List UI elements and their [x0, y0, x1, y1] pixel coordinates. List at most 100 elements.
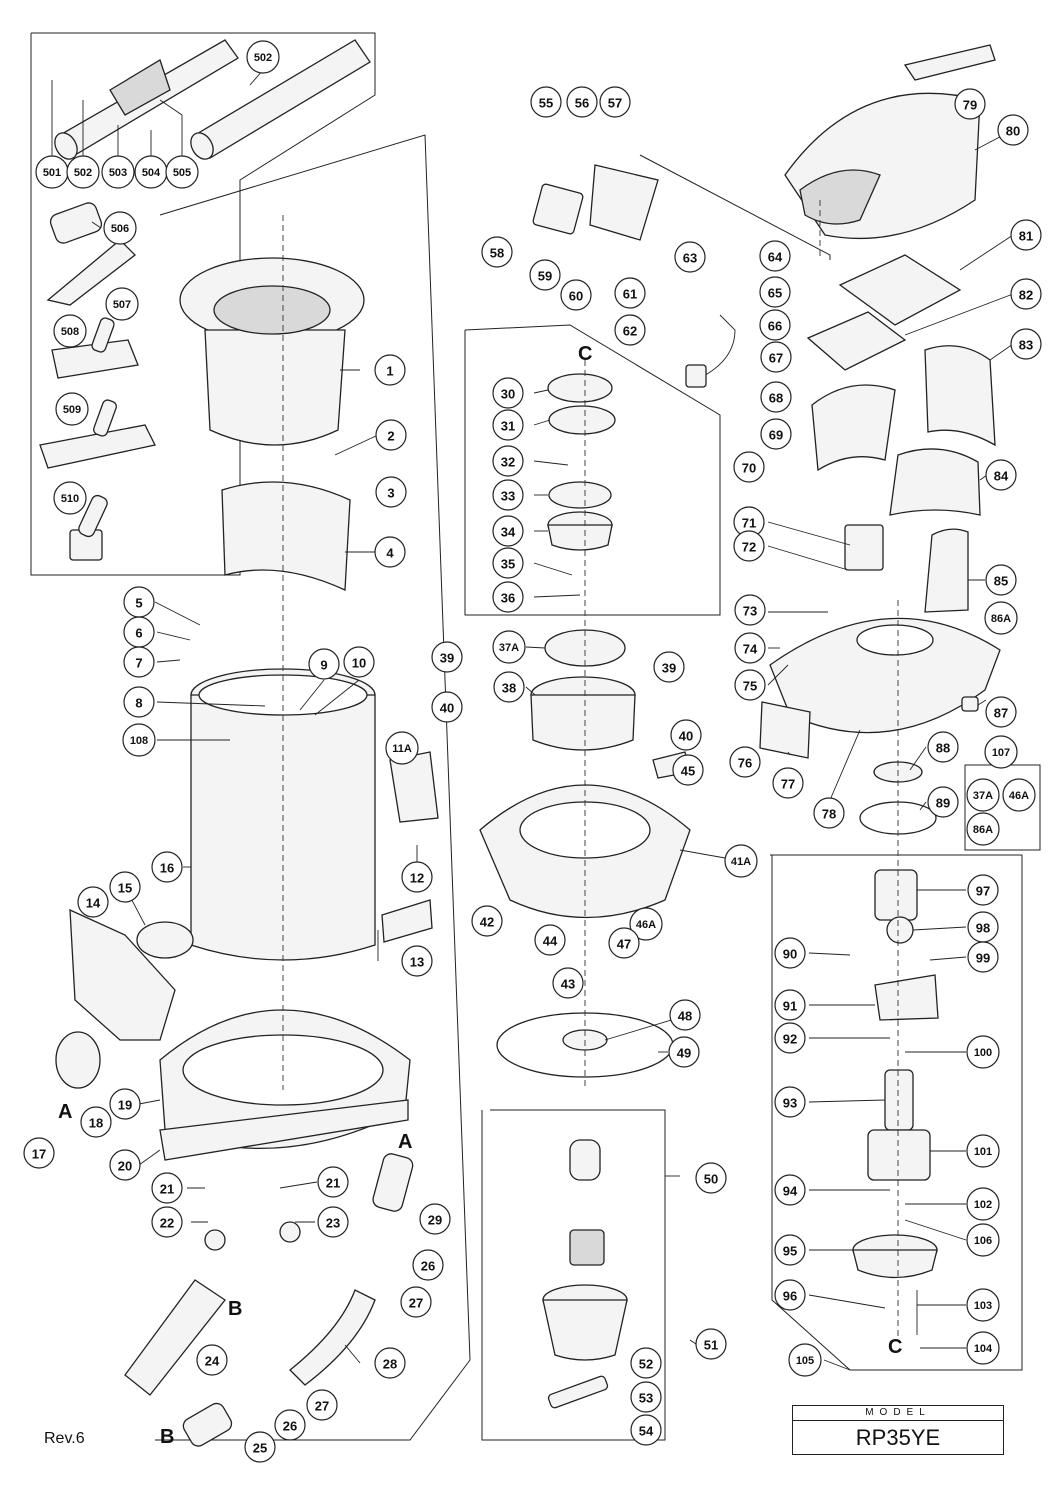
part-callout-84: 84	[985, 459, 1017, 491]
filter-disc-33	[548, 481, 612, 509]
part-callout-509: 509	[55, 392, 89, 426]
callout-label: 35	[501, 557, 515, 572]
part-callout-40: 40	[431, 691, 463, 723]
part-callout-89: 89	[927, 786, 959, 818]
part-callout-103: 103	[966, 1288, 1000, 1322]
callout-circle	[772, 767, 804, 799]
callout-label: 105	[796, 1355, 814, 1367]
callout-circle	[343, 646, 375, 678]
part-callout-12: 12	[401, 861, 433, 893]
callout-label: 80	[1006, 124, 1020, 139]
part-callout-62: 62	[614, 314, 646, 346]
callout-circle	[954, 88, 986, 120]
callout-circle	[529, 259, 561, 291]
callout-circle	[724, 844, 758, 878]
callout-label: 6	[135, 626, 142, 641]
callout-label: 30	[501, 387, 515, 402]
callout-label: 88	[936, 741, 950, 756]
callout-label: 25	[253, 1441, 267, 1456]
callout-label: 74	[743, 642, 758, 657]
callout-label: 9	[320, 658, 327, 673]
callout-circle	[66, 155, 100, 189]
callout-label: 98	[976, 921, 990, 936]
handle-79	[903, 44, 996, 81]
callout-label: 52	[639, 1357, 653, 1372]
part-callout-505: 505	[165, 155, 199, 189]
part-callout-96: 96	[774, 1279, 806, 1311]
revision-label: Rev.6	[44, 1430, 85, 1447]
callout-label: 40	[440, 701, 454, 716]
part-callout-18: 18	[80, 1106, 112, 1138]
callout-label: 99	[976, 951, 990, 966]
callout-label: 16	[160, 861, 174, 876]
callout-label: 87	[994, 706, 1008, 721]
part-callout-54: 54	[630, 1414, 662, 1446]
callout-label: 45	[681, 764, 695, 779]
part-callout-25: 25	[244, 1431, 276, 1463]
part-callout-70: 70	[733, 451, 765, 483]
callout-label: 39	[440, 651, 454, 666]
part-callout-81: 81	[1010, 219, 1042, 251]
base-plate-20	[159, 1099, 409, 1161]
callout-label: 70	[742, 461, 756, 476]
callout-circle	[566, 86, 598, 118]
floor-nozzle-508	[51, 317, 139, 379]
hose-connector-29	[372, 1153, 414, 1212]
callout-label: 32	[501, 455, 515, 470]
callout-label: 66	[768, 319, 782, 334]
head-86A	[769, 617, 1001, 734]
part-callout-37a: 37A	[966, 778, 1000, 812]
callout-label: 21	[160, 1182, 174, 1197]
callout-circle	[967, 874, 999, 906]
callout-circle	[985, 564, 1017, 596]
callout-label: 502	[254, 52, 272, 64]
cover-85	[924, 528, 969, 613]
callout-label: 510	[61, 493, 79, 505]
callout-label: 22	[160, 1216, 174, 1231]
inlet-18	[55, 1031, 101, 1089]
part-callout-4: 4	[374, 536, 406, 568]
callout-label: 14	[86, 896, 101, 911]
callout-circle	[492, 409, 524, 441]
callout-circle	[614, 277, 646, 309]
callout-label: 37A	[973, 790, 993, 802]
callout-label: 5	[135, 596, 142, 611]
part-callout-27: 27	[306, 1389, 338, 1421]
callout-circle	[123, 686, 155, 718]
callout-circle	[165, 155, 199, 189]
callout-label: 92	[783, 1032, 797, 1047]
callout-label: 54	[639, 1424, 654, 1439]
part-callout-69: 69	[760, 418, 792, 450]
callout-label: 43	[561, 977, 575, 992]
callout-circle	[629, 907, 663, 941]
callout-label: 97	[976, 884, 990, 899]
callout-circle	[471, 905, 503, 937]
callout-circle	[774, 1086, 806, 1118]
part-callout-79: 79	[954, 88, 986, 120]
callout-circle	[1010, 278, 1042, 310]
crevice-adapter-506	[49, 202, 103, 244]
callout-circle	[1002, 778, 1036, 812]
part-callout-65: 65	[759, 276, 791, 308]
callout-circle	[101, 155, 135, 189]
callout-circle	[608, 927, 640, 959]
part-callout-75: 75	[734, 669, 766, 701]
callout-label: 55	[539, 96, 553, 111]
callout-circle	[927, 786, 959, 818]
callout-label: 58	[490, 246, 504, 261]
callout-circle	[774, 989, 806, 1021]
callout-label: 59	[538, 269, 552, 284]
hose-handle-24	[124, 1279, 226, 1396]
callout-circle	[695, 1328, 727, 1360]
float-assembly-50	[542, 1139, 628, 1409]
brush-nozzle-510	[69, 494, 108, 561]
part-callout-63: 63	[674, 241, 706, 273]
filter-disc-30	[547, 373, 613, 403]
callout-circle	[630, 1347, 662, 1379]
crevice-nozzle-507	[46, 239, 136, 306]
part-callout-6: 6	[123, 616, 155, 648]
callout-label: 63	[683, 251, 697, 266]
callout-label: 53	[639, 1391, 653, 1406]
ref-letter-c: C	[578, 343, 592, 365]
